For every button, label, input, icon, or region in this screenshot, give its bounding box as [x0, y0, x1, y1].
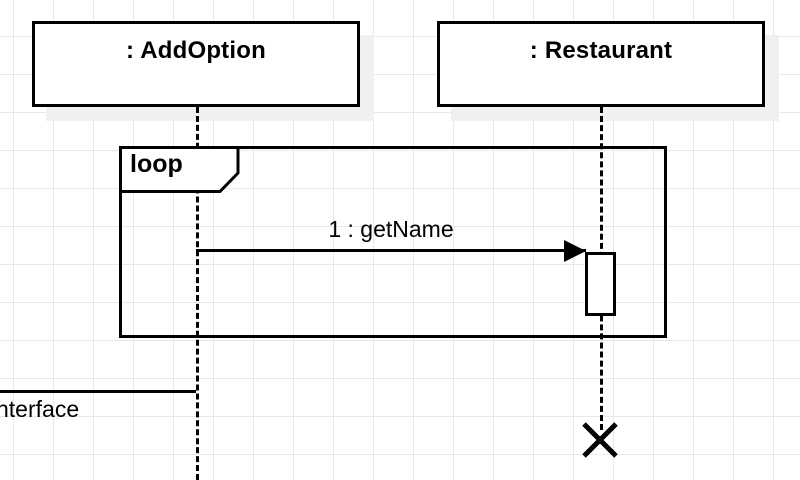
fragment-tab-shape: [119, 146, 240, 193]
message-get-name[interactable]: 1 : getName: [196, 216, 586, 262]
fragment-loop[interactable]: [119, 146, 667, 338]
message-line-get-name: [196, 249, 586, 252]
fragment-loop-tab[interactable]: loop: [119, 146, 240, 193]
lifeline-label-addoption: : AddOption: [126, 37, 266, 64]
lifeline-label-restaurant: : Restaurant: [529, 37, 673, 64]
message-arrowhead-get-name: [564, 240, 586, 262]
lifeline-addoption: [196, 107, 199, 480]
message-line-interface: [0, 390, 196, 393]
destruction-marker-restaurant: [581, 421, 619, 459]
message-interface-truncated[interactable]: nterface: [0, 390, 196, 422]
x-icon: [582, 422, 618, 458]
message-label-interface: nterface: [0, 396, 80, 422]
lifeline-box-restaurant[interactable]: : Restaurant: [437, 21, 765, 107]
activation-bar-restaurant[interactable]: [585, 252, 616, 316]
fragment-loop-label: loop: [130, 150, 183, 178]
message-label-get-name: 1 : getName: [328, 216, 454, 242]
lifeline-box-addoption[interactable]: : AddOption: [32, 21, 360, 107]
